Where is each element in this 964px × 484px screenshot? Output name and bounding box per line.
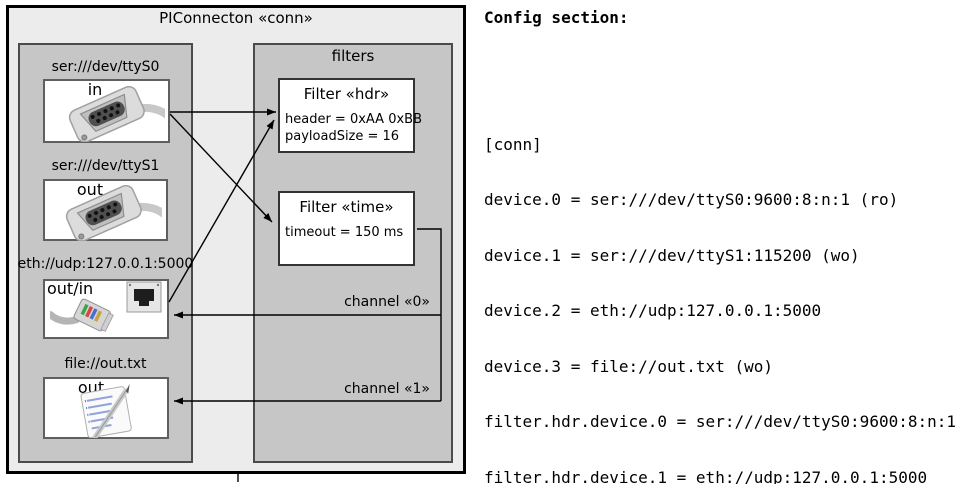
config-line: device.0 = ser:///dev/ttyS0:9600:8:n:1 (… bbox=[484, 190, 899, 209]
port-label-ttys0: in bbox=[87, 80, 103, 99]
filter-time-title: Filter «time» bbox=[299, 198, 394, 216]
filter-time-prop-timeout: timeout = 150 ms bbox=[285, 225, 404, 240]
device-label-ttys1: ser:///dev/ttyS1 bbox=[51, 158, 160, 174]
channel-1-label: channel «1» bbox=[344, 381, 430, 397]
serial-connector-icon bbox=[68, 86, 165, 142]
config-line: device.2 = eth://udp:127.0.0.1:5000 bbox=[484, 301, 822, 320]
filters-panel-title: filters bbox=[331, 47, 375, 65]
config-line: filter.hdr.device.1 = eth://udp:127.0.0.… bbox=[484, 467, 928, 484]
filter-box-time bbox=[278, 191, 415, 266]
device-label-ttys0: ser:///dev/ttyS0 bbox=[51, 59, 160, 75]
ethernet-port-icon bbox=[126, 281, 162, 313]
config-section-title: Config section: bbox=[484, 8, 629, 27]
port-label-ttys1: out bbox=[76, 180, 104, 199]
filter-box-hdr bbox=[278, 78, 415, 153]
filter-hdr-prop-header: header = 0xAA 0xBB bbox=[285, 112, 423, 127]
filter-hdr-title: Filter «hdr» bbox=[303, 85, 390, 103]
filter-hdr-prop-payload: payloadSize = 16 bbox=[285, 129, 400, 144]
channel-0-label: channel «0» bbox=[344, 294, 430, 310]
ethernet-cable-icon bbox=[50, 298, 114, 332]
config-line: filter.hdr.device.0 = ser:///dev/ttyS0:9… bbox=[484, 412, 957, 431]
port-label-eth: out/in bbox=[47, 279, 94, 298]
diagram-title: PIConnecton «conn» bbox=[159, 9, 313, 27]
notepad-icon bbox=[80, 384, 132, 438]
serial-connector-icon bbox=[65, 185, 162, 241]
device-label-file: file://out.txt bbox=[64, 356, 147, 372]
config-line: [conn] bbox=[484, 134, 542, 154]
config-text-block: [conn] device.0 = ser:///dev/ttyS0:9600:… bbox=[484, 43, 962, 484]
config-line: device.3 = file://out.txt (wo) bbox=[484, 356, 773, 376]
config-line: device.1 = ser:///dev/ttyS1:115200 (wo) bbox=[484, 245, 860, 265]
device-label-eth: eth://udp:127.0.0.1:5000 bbox=[17, 256, 194, 272]
